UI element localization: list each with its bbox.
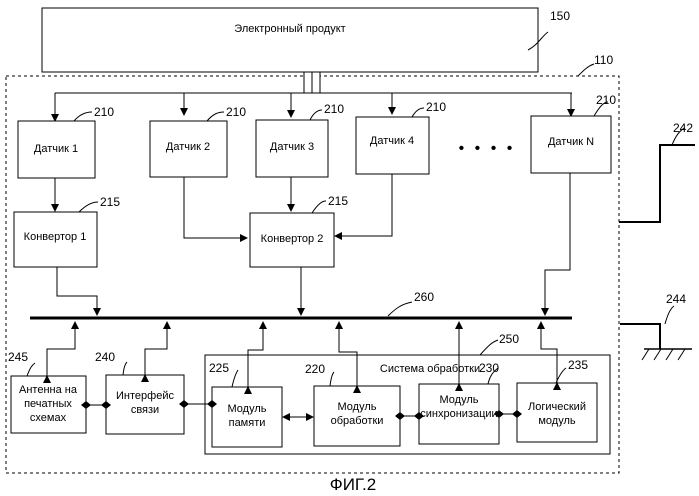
ref-215-converter-2: 215 <box>328 194 348 208</box>
interface-label-line-1: Интерфейс <box>116 390 174 402</box>
ref-250: 250 <box>499 332 519 346</box>
sensor-n-block: Датчик N <box>531 116 611 173</box>
ref-235: 235 <box>568 358 588 372</box>
ref-245: 245 <box>8 350 28 364</box>
electronic-product-label: Электронный продукт <box>234 23 345 35</box>
arrow-converter1-to-bus <box>57 267 97 315</box>
processing-module-block: Модуль обработки <box>314 386 400 446</box>
link-interface-bus <box>145 322 167 375</box>
antenna-label-line-2: печатных <box>24 398 72 410</box>
sensor-1-block: Датчик 1 <box>18 121 95 178</box>
sensor-3-block: Датчик 3 <box>256 120 328 177</box>
sensor-n-label: Датчик N <box>548 136 594 148</box>
ref-242: 242 <box>673 121 693 135</box>
logic-module-block: Логический модуль <box>517 383 597 442</box>
ground-line-244 <box>620 324 660 349</box>
figure-caption: ФИГ.2 <box>330 475 376 494</box>
electronic-product-block: Электронный продукт <box>42 8 538 72</box>
antenna-line-242 <box>619 145 695 222</box>
ref-225: 225 <box>209 361 229 375</box>
leader-245 <box>27 363 35 376</box>
leader-240 <box>123 362 127 375</box>
ref-210-sensor-2: 210 <box>226 105 246 119</box>
memory-module-block: Модуль памяти <box>212 387 282 447</box>
ground-hatch-1 <box>642 349 649 360</box>
sync-module-label-line-2: синхронизации <box>420 408 497 420</box>
processing-system-label: Система обработки <box>380 363 480 375</box>
ref-220: 220 <box>305 362 325 376</box>
leader-110 <box>578 64 594 76</box>
ref-230: 230 <box>479 361 499 375</box>
memory-module-label-line-1: Модуль <box>228 403 267 415</box>
ref-244: 244 <box>666 292 686 306</box>
ref-260: 260 <box>414 290 434 304</box>
sensor-2-block: Датчик 2 <box>150 121 227 177</box>
leader-250 <box>480 340 498 355</box>
leader-244 <box>665 306 674 324</box>
antenna-label-line-3: схемах <box>30 412 67 424</box>
leader-210-2 <box>207 112 224 121</box>
interface-label-line-2: связи <box>131 404 159 416</box>
sensor-4-block: Датчик 4 <box>356 117 429 174</box>
sensor-3-label: Датчик 3 <box>270 141 314 153</box>
processing-module-label-line-1: Модуль <box>338 401 377 413</box>
link-antenna-bus <box>47 322 75 376</box>
leader-210-1 <box>74 112 92 121</box>
sensor-2-label: Датчик 2 <box>166 141 210 153</box>
processing-module-label-line-2: обработки <box>331 415 384 427</box>
antenna-label-line-1: Антенна на <box>19 384 78 396</box>
ref-150: 150 <box>550 9 570 23</box>
arrow-sensor-n-to-bus <box>545 173 570 315</box>
leader-215-1 <box>79 202 98 212</box>
logic-module-label-line-2: модуль <box>538 415 576 427</box>
memory-module-label-line-2: памяти <box>229 417 266 429</box>
leader-210-4 <box>412 108 424 117</box>
ref-215-converter-1: 215 <box>100 195 120 209</box>
sync-module-block: Модуль синхронизации <box>419 384 499 444</box>
arrow-sensor2-to-converter2 <box>184 177 247 238</box>
sensor-4-label: Датчик 4 <box>370 135 414 147</box>
leader-210-3 <box>310 110 322 120</box>
leader-260 <box>388 302 412 316</box>
ref-240: 240 <box>95 350 115 364</box>
sensor-1-label: Датчик 1 <box>34 143 78 155</box>
ground-hatch-4 <box>678 349 685 360</box>
converter-2-block: Конвертор 2 <box>250 213 334 267</box>
ref-210-sensor-3: 210 <box>324 102 344 116</box>
sensor-ellipsis: • • • • <box>459 140 516 157</box>
interface-block: Интерфейс связи <box>106 375 184 434</box>
sync-module-label-line-1: Модуль <box>440 394 479 406</box>
ground-hatch-3 <box>666 349 673 360</box>
ref-210-sensor-n: 210 <box>596 93 616 107</box>
converter-2-label: Конвертор 2 <box>261 233 324 245</box>
leader-215-2 <box>312 201 326 213</box>
antenna-block: Антенна на печатных схемах <box>11 376 86 433</box>
ref-210-sensor-4: 210 <box>426 100 446 114</box>
ref-210-sensor-1: 210 <box>94 105 114 119</box>
logic-module-label-line-1: Логический <box>528 401 586 413</box>
converter-1-label: Конвертор 1 <box>24 231 87 243</box>
ground-hatch-2 <box>654 349 661 360</box>
converter-1-block: Конвертор 1 <box>14 212 97 267</box>
ref-110: 110 <box>594 53 613 67</box>
